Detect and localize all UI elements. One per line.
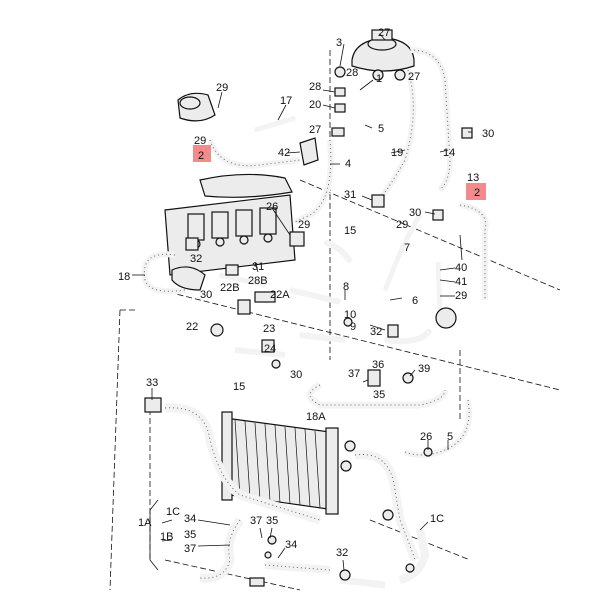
- label-34: 34: [285, 539, 297, 551]
- label-7: 7: [404, 242, 410, 254]
- label-29: 29: [298, 219, 310, 231]
- label-5: 5: [378, 123, 384, 135]
- coolant-hoses: [141, 47, 489, 589]
- dashed-guide-lines: [109, 50, 561, 591]
- label-22A: 22A: [270, 289, 290, 301]
- label-19: 19: [391, 147, 403, 159]
- small-parts: [144, 66, 473, 587]
- label-29: 29: [455, 290, 467, 302]
- part-labels: 3 27 29 28 28 17 20 1 27 27 5 30 29 42 2…: [118, 27, 494, 559]
- label-37: 37: [250, 515, 262, 527]
- label-28: 28: [309, 81, 321, 93]
- label-3: 3: [336, 37, 342, 49]
- leader-lines: [132, 33, 472, 571]
- label-1: 1: [376, 73, 382, 85]
- label-8: 8: [343, 281, 349, 293]
- label-41: 41: [455, 276, 467, 288]
- label-17: 17: [280, 95, 292, 107]
- label-34: 34: [184, 513, 196, 525]
- label-1C: 1C: [166, 506, 180, 518]
- label-29: 29: [194, 135, 206, 147]
- highlight-box-left: [193, 145, 211, 162]
- label-31: 31: [252, 261, 264, 273]
- label-27: 27: [309, 124, 321, 136]
- label-18A: 18A: [306, 411, 326, 423]
- label-1C: 1C: [430, 513, 444, 525]
- label-14: 14: [443, 147, 455, 159]
- label-31: 31: [344, 189, 356, 201]
- highlight-box-right: [466, 183, 486, 200]
- label-27: 27: [408, 71, 420, 83]
- label-37: 37: [348, 368, 360, 380]
- radiator: [221, 411, 339, 515]
- label-15: 15: [344, 225, 356, 237]
- label-42: 42: [278, 147, 290, 159]
- label-9: 9: [350, 321, 356, 333]
- label-18: 18: [118, 271, 130, 283]
- label-35: 35: [266, 515, 278, 527]
- label-35: 35: [373, 389, 385, 401]
- label-28: 28: [346, 67, 358, 79]
- label-1B: 1B: [160, 531, 173, 543]
- label-6: 6: [412, 295, 418, 307]
- label-2: 2: [474, 187, 480, 199]
- label-30: 30: [290, 369, 302, 381]
- label-37: 37: [184, 543, 196, 555]
- label-22B: 22B: [220, 282, 240, 294]
- label-23: 23: [263, 323, 275, 335]
- label-13: 13: [467, 172, 479, 184]
- label-40: 40: [455, 262, 467, 274]
- label-32: 32: [370, 326, 382, 338]
- label-39: 39: [418, 363, 430, 375]
- label-20: 20: [309, 99, 321, 111]
- label-4: 4: [345, 158, 351, 170]
- label-26: 26: [420, 431, 432, 443]
- label-36: 36: [372, 359, 384, 371]
- label-15: 15: [233, 381, 245, 393]
- label-30: 30: [409, 207, 421, 219]
- label-32: 32: [190, 253, 202, 265]
- engine-block: [164, 173, 296, 276]
- label-30: 30: [200, 289, 212, 301]
- label-32: 32: [336, 547, 348, 559]
- label-33: 33: [146, 377, 158, 389]
- label-29: 29: [396, 219, 408, 231]
- label-28B: 28B: [248, 275, 268, 287]
- label-35: 35: [184, 529, 196, 541]
- expansion-tank: [351, 29, 415, 81]
- label-30: 30: [482, 128, 494, 140]
- label-10: 10: [344, 309, 356, 321]
- label-24: 24: [264, 343, 276, 355]
- label-29: 29: [216, 82, 228, 94]
- label-22: 22: [186, 321, 198, 333]
- label-27: 27: [378, 27, 390, 39]
- label-2: 2: [198, 150, 204, 162]
- label-5: 5: [447, 431, 453, 443]
- label-1A: 1A: [138, 517, 152, 529]
- coolant-flange-housing: [177, 92, 216, 122]
- label-26: 26: [266, 201, 278, 213]
